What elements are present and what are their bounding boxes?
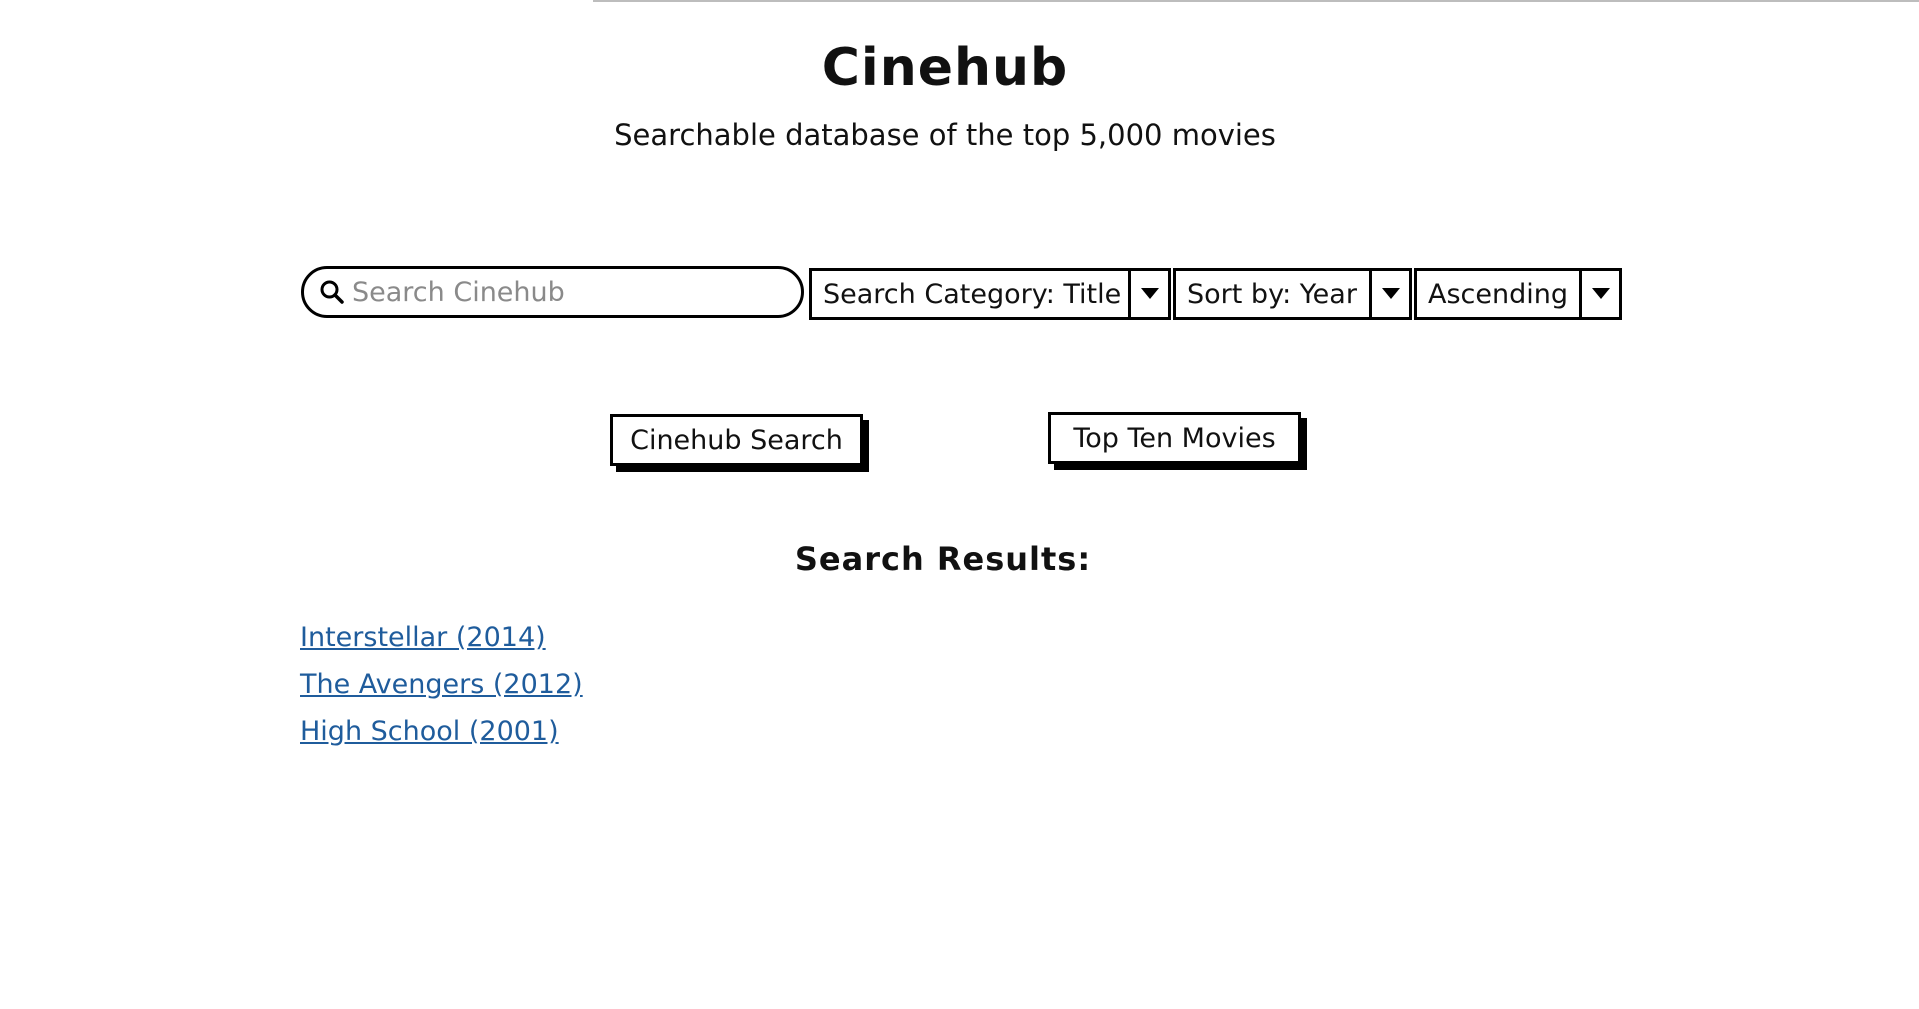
result-link[interactable]: The Avengers (2012) <box>300 669 583 700</box>
search-box[interactable] <box>301 266 804 318</box>
result-link[interactable]: Interstellar (2014) <box>300 622 546 653</box>
list-item: The Avengers (2012) <box>300 661 583 708</box>
search-input[interactable] <box>352 276 772 308</box>
search-category-label: Search Category: Title <box>812 271 1131 317</box>
sort-order-dropdown[interactable]: Ascending <box>1414 268 1622 320</box>
list-item: Interstellar (2014) <box>300 614 583 661</box>
top-ten-movies-button[interactable]: Top Ten Movies <box>1048 412 1301 464</box>
chevron-down-icon[interactable] <box>1582 271 1619 317</box>
search-results-heading: Search Results: <box>794 540 1092 578</box>
chevron-down-icon[interactable] <box>1372 271 1409 317</box>
search-results-list: Interstellar (2014) The Avengers (2012) … <box>300 614 583 755</box>
search-category-dropdown[interactable]: Search Category: Title <box>809 268 1171 320</box>
search-icon <box>318 278 346 306</box>
result-link[interactable]: High School (2001) <box>300 716 559 747</box>
chevron-down-icon[interactable] <box>1131 271 1168 317</box>
sort-order-label: Ascending <box>1417 271 1582 317</box>
list-item: High School (2001) <box>300 708 583 755</box>
sort-by-label: Sort by: Year <box>1176 271 1372 317</box>
page-title: Cinehub <box>821 38 1069 98</box>
page-subtitle: Searchable database of the top 5,000 mov… <box>614 118 1276 152</box>
cinehub-search-button[interactable]: Cinehub Search <box>610 414 863 466</box>
top-divider <box>593 0 1919 2</box>
sort-by-dropdown[interactable]: Sort by: Year <box>1173 268 1412 320</box>
